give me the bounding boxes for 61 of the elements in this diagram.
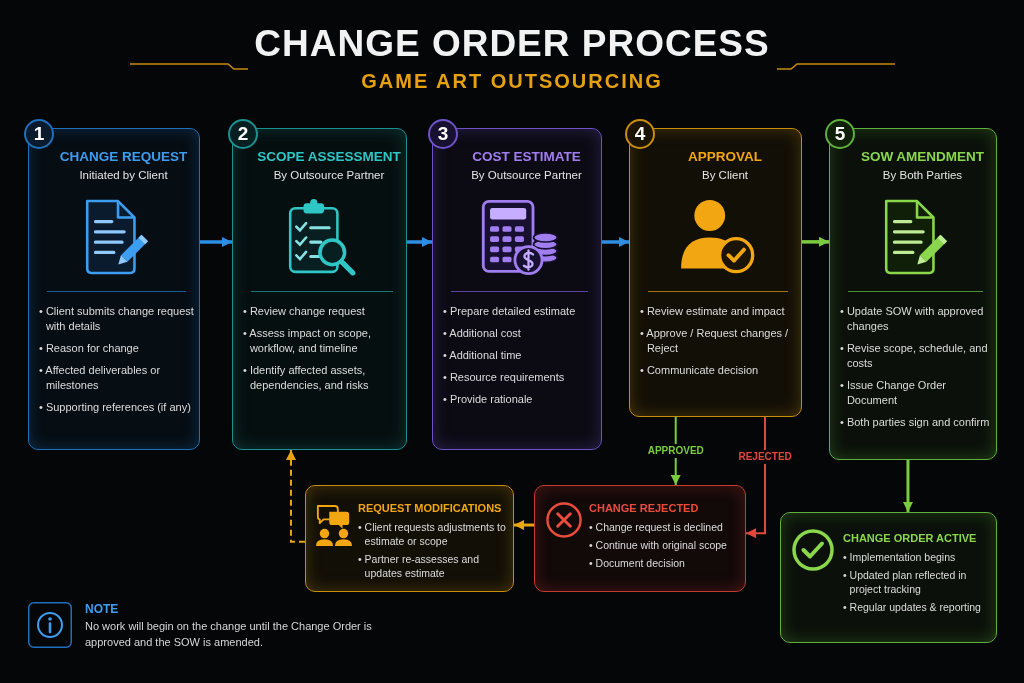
bullet-item: • Reason for change: [39, 341, 140, 356]
card-subtitle: Initiated by Client: [78, 168, 169, 183]
number-badge: 2: [228, 119, 258, 149]
bullet-item: • Prepare detailed estimate: [443, 304, 577, 319]
bullet-item: • Approve / Request changes / Reject: [640, 326, 790, 356]
card-heading: SOW AMENDMENT: [859, 149, 986, 165]
bullet-item: • Issue Change Order Document: [840, 378, 947, 408]
card-subtitle: By Outsource Partner: [272, 168, 386, 183]
arrow: [670, 416, 681, 486]
bullet-item: • Supporting references (if any): [39, 400, 192, 415]
bullet-item: • Updated plan reflected in project tracking: [843, 568, 968, 596]
bullet-item: • Document decision: [589, 556, 686, 570]
card-subtitle: By Outsource Partner: [470, 168, 583, 183]
bullet-item: • Review change request: [243, 304, 366, 319]
note-heading: NOTE: [85, 602, 119, 616]
bullet-item: • Additional cost: [443, 326, 522, 341]
bullet-item: • Identify affected assets, dependencies, and risks: [243, 363, 370, 393]
card-heading: COST ESTIMATE: [471, 149, 582, 165]
card-heading: CHANGE REJECTED: [589, 501, 700, 515]
arrow: [902, 460, 913, 512]
card-heading: CHANGE REQUEST: [58, 149, 189, 165]
bullet-item: • Partner re-assesses and updates estimate: [358, 552, 480, 580]
bullet-item: • Assess impact on scope, workflow, and timeline: [243, 326, 372, 356]
number-badge: 4: [625, 119, 655, 149]
arrow: [745, 416, 766, 539]
bullet-item: • Client requests adjustments to estimate or scope: [358, 520, 507, 548]
bullet-item: • Review estimate and impact: [640, 304, 786, 319]
outcome-card: [534, 485, 746, 592]
arrow: [802, 236, 829, 247]
card-heading: CHANGE ORDER ACTIVE: [843, 531, 978, 545]
bullet-item: • Update SOW with approved changes: [840, 304, 985, 334]
bullet-item: • Communicate decision: [640, 363, 760, 378]
bullet-item: • Provide rationale: [443, 392, 534, 407]
outcome-card: [305, 485, 514, 592]
arrow: [514, 520, 534, 530]
number-badge: 1: [24, 119, 54, 149]
bullet-item: • Change request is declined: [589, 520, 724, 534]
subtitle: GAME ART OUTSOURCING: [361, 70, 663, 92]
bullet-item: • Affected deliverables or milestones: [39, 363, 162, 393]
title: CHANGE ORDER PROCESS: [254, 24, 770, 64]
card-heading: REQUEST MODIFICATIONS: [358, 501, 503, 515]
card-heading: APPROVAL: [687, 149, 763, 165]
bullet-item: • Regular updates & reporting: [843, 600, 982, 614]
bullet-item: • Revise scope, schedule, and costs: [840, 341, 989, 371]
dashed-arrow: [286, 449, 306, 543]
bullet-item: • Additional time: [443, 348, 523, 363]
outcome-card: [780, 512, 997, 643]
bullet-item: • Continue with original scope: [589, 538, 728, 552]
bullet-item: • Resource requirements: [443, 370, 566, 385]
card-heading: SCOPE ASSESSMENT: [256, 149, 401, 165]
bullet-item: • Both parties sign and confirm: [840, 415, 991, 430]
note-text: No work will begin on the change until the Change Order is approved and the SOW is amended.: [85, 619, 373, 650]
arrow: [200, 237, 232, 247]
arrow: [407, 237, 432, 247]
bullet-item: • Client submits change request with details: [39, 304, 194, 334]
bullet-item: • Implementation begins: [843, 550, 957, 564]
card-subtitle: By Client: [701, 168, 749, 183]
card-subtitle: By Both Parties: [881, 168, 964, 183]
number-badge: 3: [428, 119, 458, 149]
number-badge: 5: [825, 119, 855, 149]
arrow: [602, 237, 629, 247]
